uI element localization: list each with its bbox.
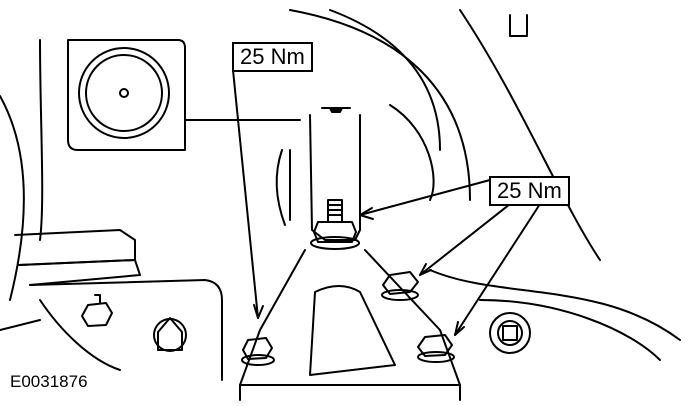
top-stud-nut — [310, 199, 360, 250]
bracket-bolt-1 — [81, 294, 113, 327]
torque-callout-right: 25 Nm — [489, 176, 570, 206]
bracket-bolt-2 — [153, 317, 187, 352]
left-lower-bolt — [241, 337, 275, 366]
mount-arm — [275, 107, 361, 241]
corner-marker — [509, 14, 528, 37]
right-upper-bolt — [381, 271, 419, 301]
lower-left-bracket — [0, 229, 223, 381]
transmission-body — [289, 9, 681, 361]
torque-callout-left: 25 Nm — [232, 42, 313, 72]
mount-bracket — [239, 249, 461, 401]
leader-lines — [232, 69, 541, 336]
figure-id-label: E0031876 — [10, 372, 88, 391]
pulley-housing — [0, 39, 301, 301]
right-lower-bolt — [417, 334, 455, 363]
